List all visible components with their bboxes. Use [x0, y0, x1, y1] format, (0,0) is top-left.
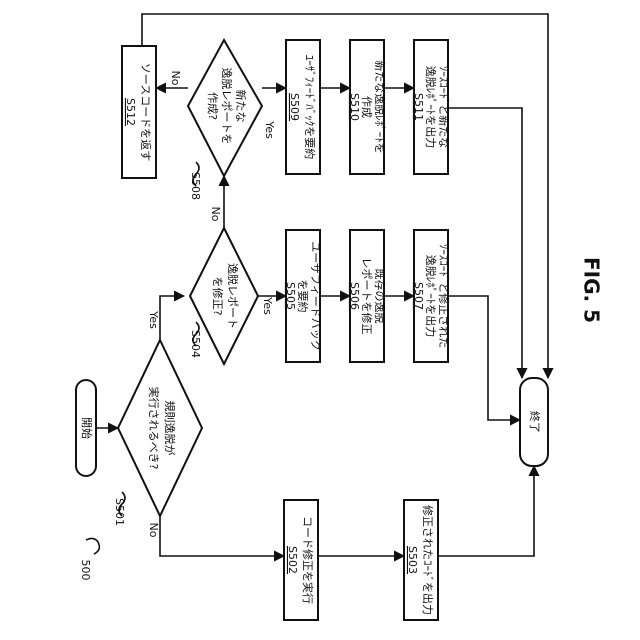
process-s512: ソースコードを返す S512: [122, 46, 156, 178]
s511-code: S511: [412, 93, 425, 121]
process-s511: ｿｰｽｺｰﾄﾞと新たな 逸脱ﾚﾎﾟｰﾄを出力 S511: [412, 40, 451, 174]
s511-line-2: 逸脱ﾚﾎﾟｰﾄを出力: [424, 66, 438, 149]
s504-line-1: 逸脱レポート: [226, 263, 240, 329]
end-label: 終了: [528, 411, 542, 433]
s505-line-1: ユーザフィードバック: [309, 241, 322, 351]
s503-code: S503: [406, 546, 419, 574]
edge-s507-end: [448, 296, 520, 420]
s505-line-2: を要約: [296, 280, 310, 313]
s509-code: S509: [288, 93, 301, 121]
edge-s501-yes: [160, 296, 184, 340]
reference-numerals: S501 S504 S508 500: [79, 162, 202, 581]
end-node: 終了: [520, 378, 548, 466]
process-s503: 修正されたｺｰﾄﾞを出力 S503: [404, 500, 438, 620]
s508-line-2: 逸脱レポートを: [220, 68, 234, 145]
s512-line-1: ソースコードを返す: [139, 63, 152, 161]
decision-s508: 新たな 逸脱レポートを 作成?: [188, 40, 262, 176]
s510-code: S510: [348, 93, 361, 121]
s504-yes-label: Yes: [261, 296, 274, 315]
s508-yes-label: Yes: [263, 120, 276, 139]
start-label: 開始: [80, 417, 94, 439]
edge-s501-no: [160, 516, 284, 556]
start-node: 開始: [76, 380, 96, 476]
process-s507: ｿｰｽｺｰﾄﾞと修正された 逸脱ﾚﾎﾟｰﾄを出力 S507: [412, 230, 451, 362]
s508-no-label: No: [169, 71, 182, 86]
process-s510: 新たな逸脱ﾚﾎﾟｰﾄを 作成 S510: [348, 40, 387, 174]
s511-line-1: ｿｰｽｺｰﾄﾞと新たな: [437, 66, 451, 149]
figure-number: 500: [79, 560, 92, 581]
s502-code: S502: [286, 546, 299, 574]
s503-line-1: 修正されたｺｰﾄﾞを出力: [421, 505, 435, 615]
s507-line-1: ｿｰｽｺｰﾄﾞと修正された: [437, 244, 451, 349]
s506-code: S506: [348, 282, 361, 310]
s509-line-1: ﾕｰｻﾞﾌｨｰﾄﾞﾊﾞｯｸを要約: [303, 55, 317, 160]
decision-s501: 規則逸脱が 実行されるべき?: [118, 340, 202, 516]
s506-line-1: 既存の逸脱: [373, 269, 387, 324]
s506-line-2: レポートを修正: [360, 258, 374, 335]
s501-yes-label: Yes: [147, 310, 160, 329]
process-s505: ユーザフィードバック を要約 S505: [284, 230, 322, 362]
s501-line-2: 実行されるべき?: [147, 387, 161, 470]
s501-line-1: 規則逸脱が: [163, 401, 177, 456]
s501-no-label: No: [147, 523, 160, 538]
s504-line-2: を修正?: [211, 277, 225, 316]
s508-line-3: 作成?: [206, 92, 219, 120]
process-s506: 既存の逸脱 レポートを修正 S506: [348, 230, 387, 362]
process-s502: コード修正を実行 S502: [284, 500, 318, 620]
s504-no-label: No: [209, 207, 222, 222]
s505-code: S505: [284, 282, 297, 310]
figure-number-leader: [86, 538, 99, 554]
s508-line-1: 新たな: [234, 90, 248, 123]
s507-code: S507: [412, 282, 425, 310]
s507-line-2: 逸脱ﾚﾎﾟｰﾄを出力: [424, 255, 438, 338]
edge-s503-end: [438, 466, 534, 556]
edge-s511-end: [448, 108, 522, 378]
s512-code: S512: [124, 98, 137, 126]
figure-label: FIG. 5: [580, 257, 604, 323]
s510-line-1: 新たな逸脱ﾚﾎﾟｰﾄを: [373, 60, 387, 154]
process-s509: ﾕｰｻﾞﾌｨｰﾄﾞﾊﾞｯｸを要約 S509: [286, 40, 320, 174]
s502-line-1: コード修正を実行: [301, 516, 315, 604]
